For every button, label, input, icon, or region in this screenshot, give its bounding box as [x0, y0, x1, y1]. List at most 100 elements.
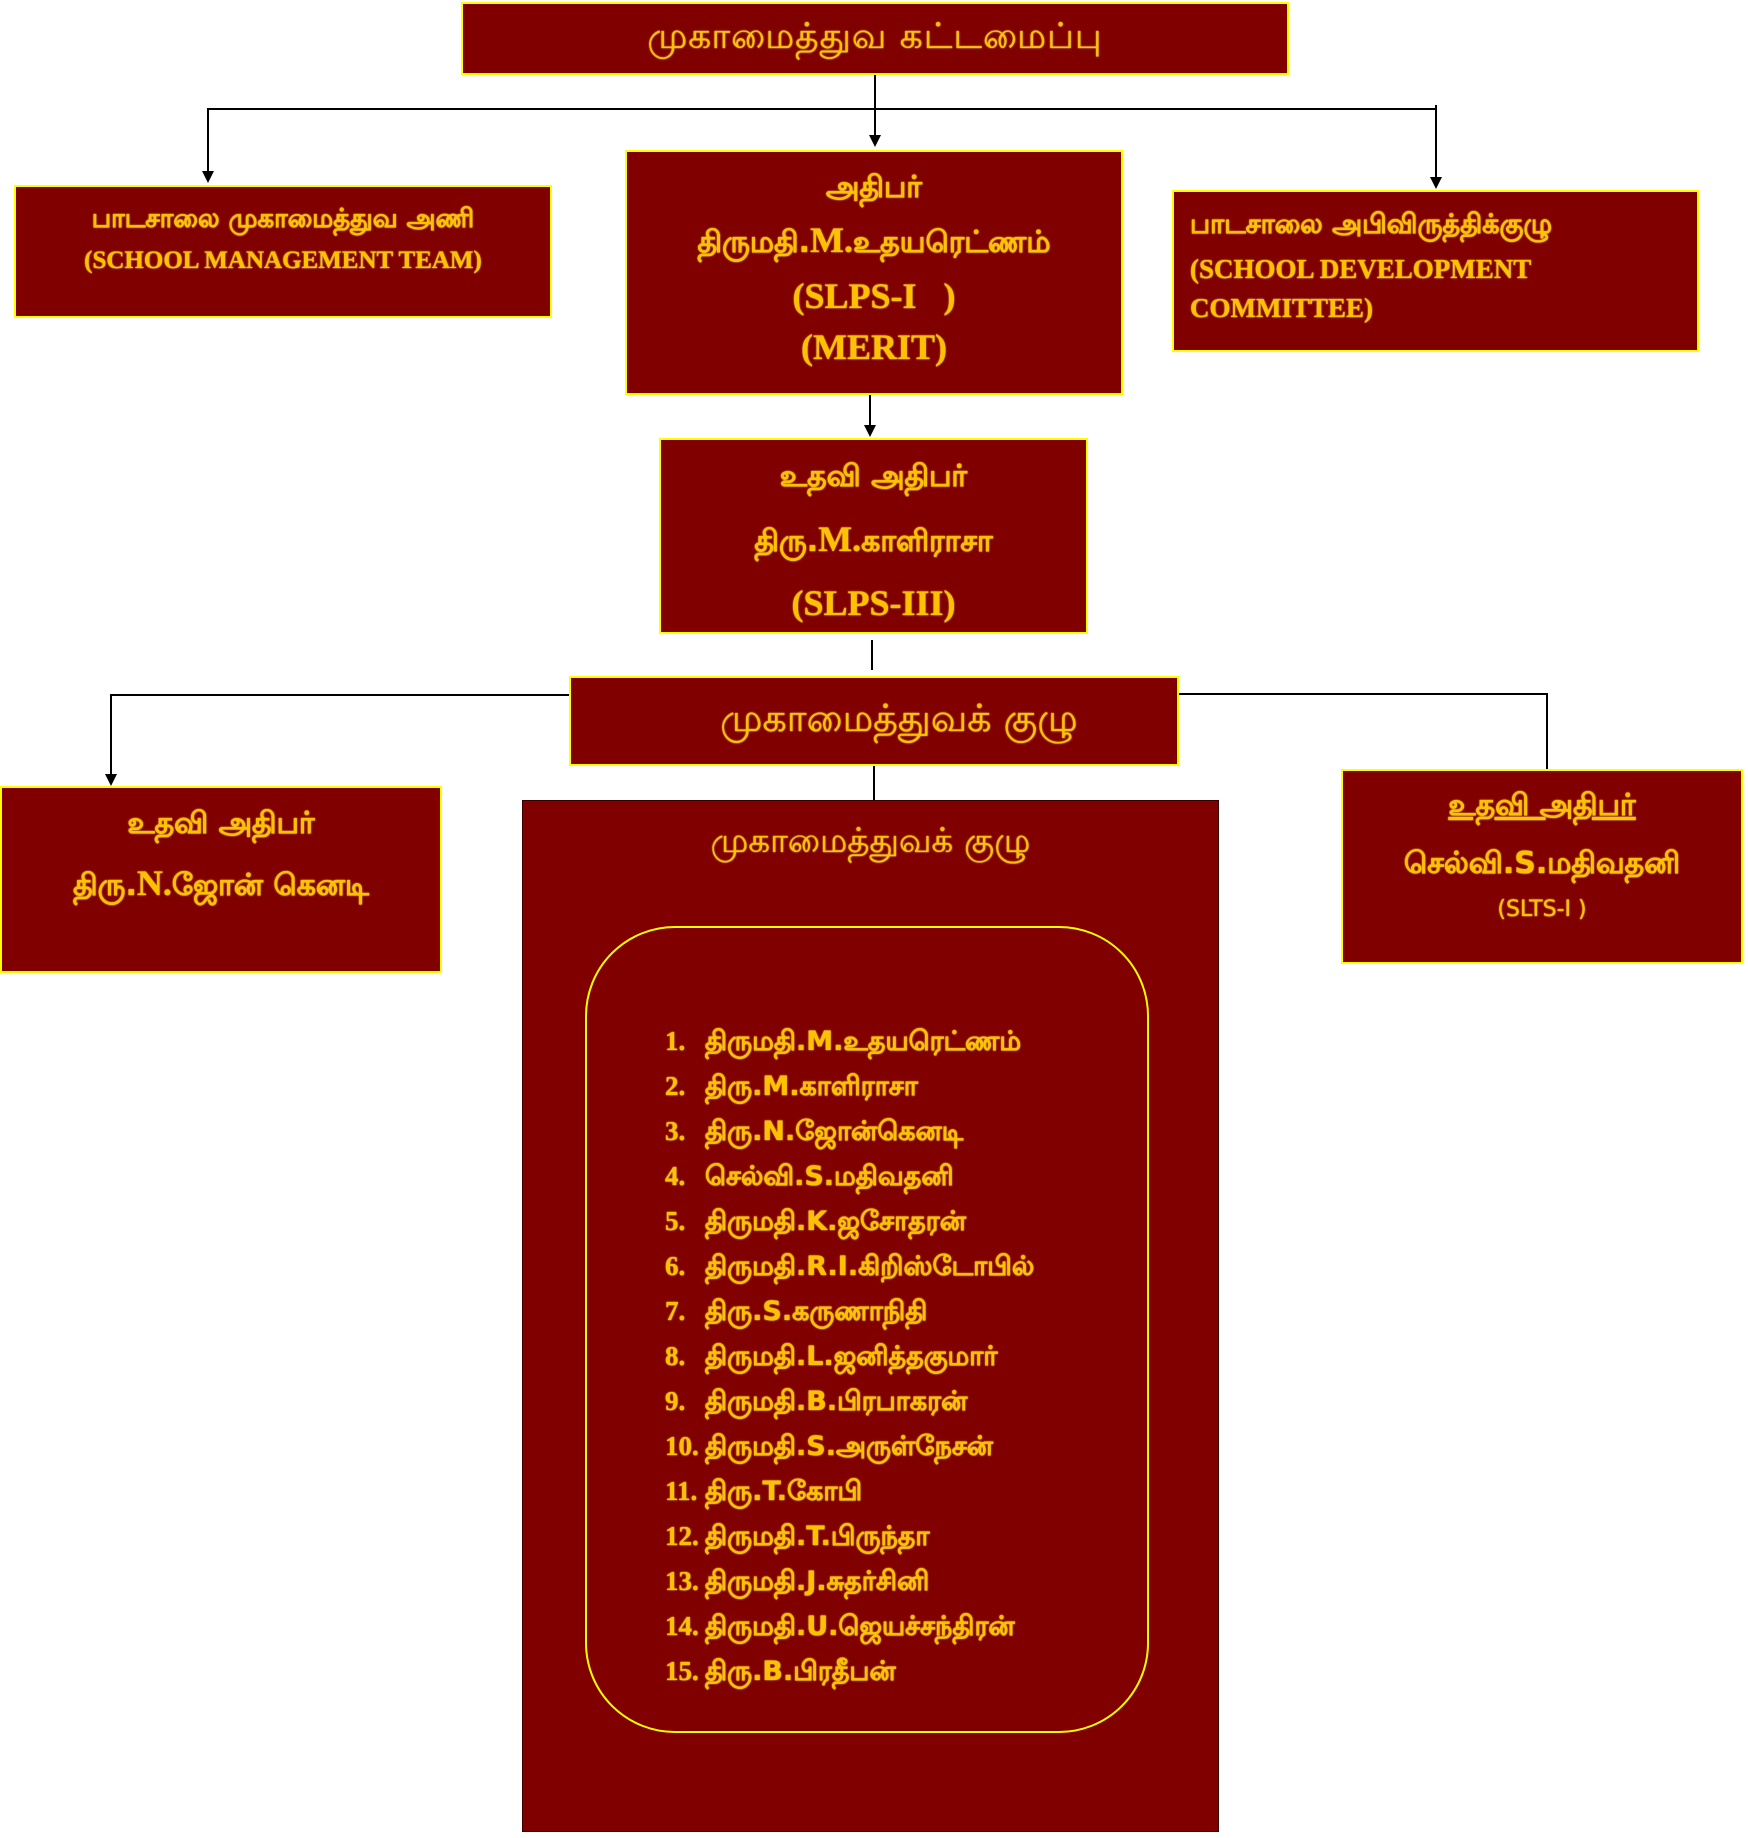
connector-top-horizontal [207, 108, 1436, 110]
member-list-item: 15.திரு.B.பிரதீபன் [665, 1649, 1034, 1694]
page-title: முகாமைத்துவ கட்டமைப்பு [647, 15, 1103, 57]
member-name: திருமதி.M.உதயரெட்ணம் [705, 1026, 1022, 1057]
member-number: 10. [665, 1431, 699, 1461]
left-assistant-role: உதவி அதிபர் [127, 806, 315, 841]
member-name: திரு.S.கருணாநிதி [705, 1296, 928, 1327]
member-list-item: 11.திரு.T.கோபி [665, 1469, 1034, 1514]
member-list-item: 1. திருமதி.M.உதயரெட்ணம் [665, 1019, 1034, 1064]
member-list-item: 14.திருமதி.U.ஜெயச்சந்திரன் [665, 1604, 1034, 1649]
member-list-item: 7. திரு.S.கருணாநிதி [665, 1289, 1034, 1334]
right-assistant-grade: (SLTS-I ) [1497, 897, 1587, 922]
principal-box: அதிபர் திருமதி.M.உதயரெட்ணம் (SLPS-I ) (M… [625, 150, 1123, 395]
deputy-name-prefix: திரு. [754, 524, 819, 559]
deputy-grade: (SLPS-III) [791, 583, 956, 623]
members-list: 1. திருமதி.M.உதயரெட்ணம் 2. திரு.M.காளிராசா 3… [665, 1019, 1034, 1694]
principal-name: திருமதி.M.உதயரெட்ணம் [627, 212, 1121, 271]
member-name: திரு.M.காளிராசா [705, 1071, 918, 1102]
arrow-to-sdc-icon [1430, 177, 1442, 189]
left-assistant-surname: ஜோன் கெனடி [171, 868, 369, 903]
arrow-to-deputy-icon [864, 425, 876, 437]
member-list-item: 3. திரு.N.ஜோன்கெனடி [665, 1109, 1034, 1154]
title-box: முகாமைத்துவ கட்டமைப்பு [461, 2, 1289, 75]
member-number: 7. [665, 1296, 686, 1326]
connector-deputy-to-committee [871, 640, 873, 670]
school-development-committee-box: பாடசாலை அபிவிருத்திக்குழு (SCHOOL DEVELO… [1172, 190, 1699, 352]
deputy-principal-box: உதவி அதிபர் திரு.M.காளிராசா (SLPS-III) [659, 438, 1088, 634]
connector-to-smt [207, 108, 209, 171]
member-list-item: 9. திருமதி.B.பிரபாகரன் [665, 1379, 1034, 1424]
principal-surname: உதயரெட்ணம் [852, 225, 1051, 260]
member-list-item: 13.திருமதி.J.சுதர்சினி [665, 1559, 1034, 1604]
right-assistant-role: உதவி அதிபர் [1448, 788, 1636, 823]
member-name: திருமதி.S.அருள்நேசன் [705, 1431, 993, 1462]
assistant-principal-left-box: உதவி அதிபர் திரு.N.ஜோன் கெனடி [0, 786, 442, 973]
member-list-item: 4. செல்வி.S.மதிவதனி [665, 1154, 1034, 1199]
member-name: திரு.T.கோபி [705, 1476, 863, 1507]
connector-committee-right [1179, 693, 1547, 695]
connector-title-down [874, 75, 876, 135]
sdc-english-line2: COMMITTEE) [1190, 293, 1374, 323]
left-assistant-prefix: திரு. [73, 868, 137, 903]
sdc-english-line1: (SCHOOL DEVELOPMENT [1190, 254, 1532, 284]
assistant-principal-right-box: உதவி அதிபர் செல்வி.S.மதிவதனி (SLTS-I ) [1341, 769, 1743, 964]
deputy-initial: M. [818, 519, 862, 559]
arrow-to-principal-icon [869, 135, 881, 147]
sdc-tamil-label: பாடசாலை அபிவிருத்திக்குழு [1190, 209, 1553, 240]
member-name: திருமதி.K.ஜசோதரன் [705, 1206, 966, 1237]
connector-to-left-assistant [110, 694, 112, 774]
smt-tamil-label: பாடசாலை முகாமைத்துவ அணி [91, 204, 475, 234]
connector-principal-to-deputy [869, 395, 871, 425]
member-number: 6. [665, 1251, 686, 1281]
left-assistant-initial: N. [136, 863, 172, 903]
member-name: திருமதி.U.ஜெயச்சந்திரன் [705, 1611, 1015, 1642]
member-number: 14. [665, 1611, 699, 1641]
member-number: 11. [665, 1476, 698, 1506]
member-name: திருமதி.R.I.கிறிஸ்டோபில் [705, 1251, 1035, 1282]
member-name: திருமதி.L.ஜனித்தகுமார் [705, 1341, 998, 1372]
deputy-name: திரு.M.காளிராசா [661, 506, 1086, 575]
principal-initial: M. [809, 220, 853, 260]
member-number: 4. [665, 1161, 686, 1191]
principal-name-prefix: திருமதி. [697, 225, 810, 260]
principal-merit: (MERIT) [801, 327, 947, 367]
connector-to-right-assistant [1546, 693, 1548, 769]
deputy-role: உதவி அதிபர் [779, 459, 968, 494]
management-committee-title: முகாமைத்துவக் குழு [710, 821, 1031, 861]
member-name: திரு.B.பிரதீபன் [705, 1656, 896, 1687]
management-committee-box: முகாமைத்துவக் குழு 1. திருமதி.M.உதயரெட்ணம… [522, 800, 1219, 1832]
right-assistant-name: செல்வி.S.மதிவதனி [1403, 846, 1681, 881]
member-number: 2. [665, 1071, 686, 1101]
principal-role: அதிபர் [826, 170, 922, 205]
member-number: 13. [665, 1566, 699, 1596]
member-name: திருமதி.J.சுதர்சினி [705, 1566, 930, 1597]
member-list-item: 5. திருமதி.K.ஜசோதரன் [665, 1199, 1034, 1244]
connector-committee-left [110, 694, 569, 696]
member-list-item: 8. திருமதி.L.ஜனித்தகுமார் [665, 1334, 1034, 1379]
management-committee-header-box: முகாமைத்துவக் குழு [569, 676, 1179, 766]
member-number: 12. [665, 1521, 699, 1551]
connector-committee-to-list [873, 766, 875, 800]
member-name: திரு.N.ஜோன்கெனடி [705, 1116, 964, 1147]
arrow-to-smt-icon [202, 171, 214, 183]
member-list-item: 6. திருமதி.R.I.கிறிஸ்டோபில் [665, 1244, 1034, 1289]
member-number: 8. [665, 1341, 686, 1371]
management-committee-header: முகாமைத்துவக் குழு [720, 696, 1078, 740]
member-number: 5. [665, 1206, 686, 1236]
member-list-item: 12.திருமதி.T.பிருந்தா [665, 1514, 1034, 1559]
member-number: 3. [665, 1116, 686, 1146]
arrow-to-left-assistant-icon [105, 774, 117, 786]
left-assistant-name: திரு.N.ஜோன் கெனடி [2, 850, 440, 919]
school-management-team-box: பாடசாலை முகாமைத்துவ அணி (SCHOOL MANAGEME… [14, 185, 552, 318]
member-number: 15. [665, 1656, 699, 1686]
member-list-item: 10.திருமதி.S.அருள்நேசன் [665, 1424, 1034, 1469]
member-number: 9. [665, 1386, 686, 1416]
member-name: திருமதி.B.பிரபாகரன் [705, 1386, 968, 1417]
smt-english-label: (SCHOOL MANAGEMENT TEAM) [84, 247, 482, 274]
deputy-surname: காளிராசா [861, 524, 993, 559]
member-name: திருமதி.T.பிருந்தா [705, 1521, 930, 1552]
member-list-item: 2. திரு.M.காளிராசா [665, 1064, 1034, 1109]
members-rounded-frame [585, 926, 1149, 1733]
principal-grade: (SLPS-I ) [792, 276, 956, 316]
member-number: 1. [665, 1026, 686, 1056]
member-name: செல்வி.S.மதிவதனி [705, 1161, 954, 1192]
